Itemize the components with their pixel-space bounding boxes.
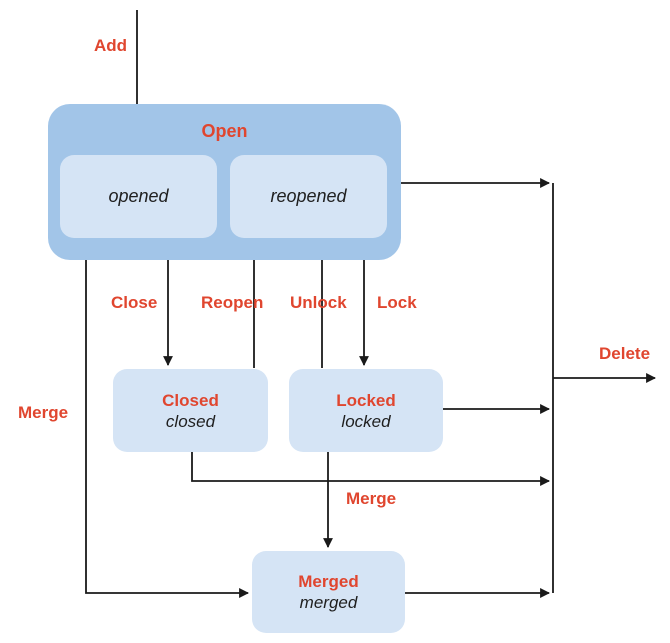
label-unlock: Unlock [290, 293, 347, 312]
locked-state-title: Locked [336, 390, 396, 410]
label-merge-left: Merge [18, 403, 69, 422]
label-delete: Delete [599, 344, 651, 363]
label-reopen: Reopen [201, 293, 264, 312]
label-add: Add [94, 36, 128, 55]
closed-state-title: Closed [162, 390, 219, 410]
locked-state-name: locked [341, 411, 391, 431]
opened-state-name: opened [108, 186, 169, 206]
reopened-state-name: reopened [270, 186, 347, 206]
state-opened: opened [60, 155, 217, 238]
state-closed: Closed closed [113, 369, 268, 452]
open-group-label: Open [201, 121, 248, 141]
merged-state-name: merged [299, 593, 358, 612]
merged-state-title: Merged [298, 572, 359, 591]
state-merged: Merged merged [252, 551, 405, 633]
edge-open-merge-arrow [85, 260, 249, 598]
state-reopened: reopened [230, 155, 387, 238]
closed-state-name: closed [165, 411, 216, 431]
label-close: Close [111, 293, 158, 312]
label-lock: Lock [377, 293, 417, 312]
state-locked: Locked locked [289, 369, 443, 452]
edge-closed-to-delete-bus [191, 452, 550, 486]
label-merge-mid: Merge [346, 489, 397, 508]
